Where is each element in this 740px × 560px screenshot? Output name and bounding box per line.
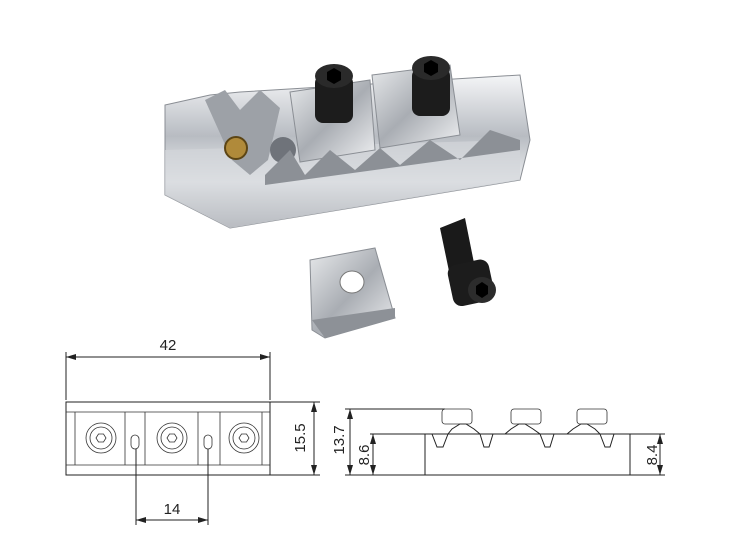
dimension-height-top: 15.5 — [292, 423, 309, 452]
loose-screw — [440, 218, 496, 307]
dimension-left-height: 8.6 — [356, 445, 373, 466]
threaded-hole — [224, 136, 248, 160]
clamp-screw-installed — [315, 64, 353, 123]
side-view-drawing — [345, 408, 665, 476]
dimension-spacing: 14 — [164, 501, 181, 518]
clamp-screw-installed — [412, 56, 450, 116]
top-view-drawing — [65, 352, 320, 525]
dimension-total-height: 13.7 — [331, 425, 348, 454]
clamp-pad — [309, 247, 396, 339]
dimension-width: 42 — [160, 337, 177, 354]
dimension-right-height: 8.4 — [644, 445, 661, 466]
